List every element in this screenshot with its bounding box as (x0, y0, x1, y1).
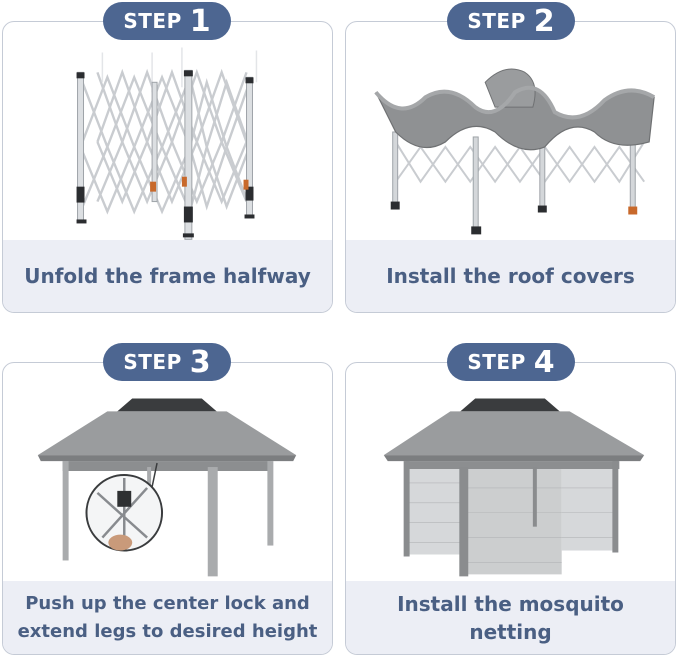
canopy-center-lock-image (37, 398, 297, 577)
step-2-card: Install the roof covers (345, 21, 676, 313)
step-2-badge: STEP 2 (447, 2, 575, 40)
step-3-number: 3 (189, 344, 211, 380)
step-4-caption: Install the mosquito netting (346, 581, 675, 654)
mosquito-netting-image (383, 398, 645, 577)
step-3-label: STEP (123, 350, 182, 374)
step-3-card: Push up the center lock and extend legs … (2, 362, 333, 655)
step-3-badge: STEP 3 (103, 343, 231, 381)
step-1-badge: STEP 1 (103, 2, 231, 40)
step-2-number: 2 (533, 3, 555, 39)
step-3-caption: Push up the center lock and extend legs … (3, 581, 332, 654)
step-2-caption: Install the roof covers (346, 240, 675, 312)
step-4-badge: STEP 4 (447, 343, 575, 381)
folded-frame-image (76, 47, 258, 240)
step-4-number: 4 (533, 344, 555, 380)
step-1-label: STEP (123, 9, 182, 33)
step-1-card: Unfold the frame halfway (2, 21, 333, 313)
step-1-caption: Unfold the frame halfway (3, 240, 332, 312)
step-1-number: 1 (189, 3, 211, 39)
step-4-card: Install the mosquito netting (345, 362, 676, 655)
step-4-label: STEP (467, 350, 526, 374)
roof-cover-image (374, 68, 656, 235)
step-2-label: STEP (467, 9, 526, 33)
